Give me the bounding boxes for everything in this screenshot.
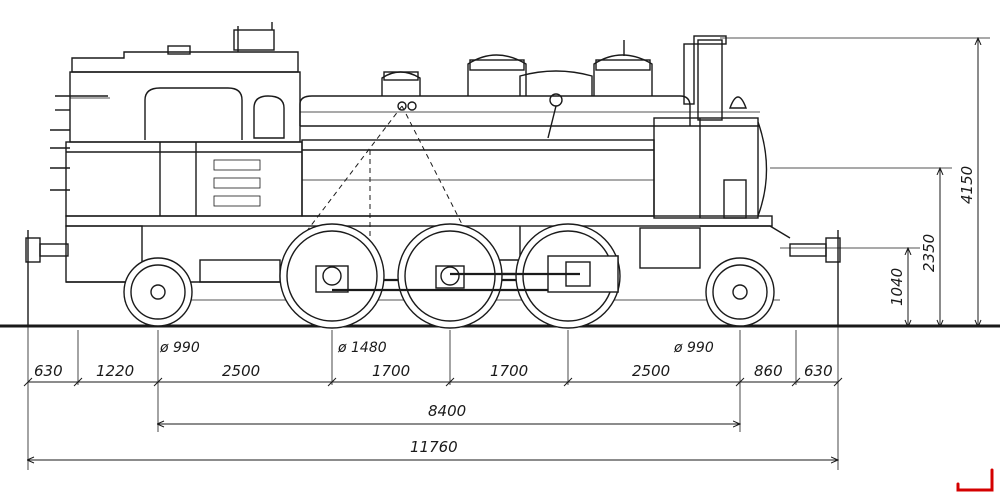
dim-segment-3: 2500 xyxy=(222,362,260,380)
height-dimensions xyxy=(720,38,990,326)
wheel-diameter-front-label: ø 990 xyxy=(673,340,714,356)
wheel-carrying-rear xyxy=(123,257,193,327)
wheel-driving-1 xyxy=(279,223,385,329)
dim-segment-1: 630 xyxy=(34,362,63,380)
dim-segment-6: 2500 xyxy=(632,362,670,380)
wheel-diameter-driving-label: ø 1480 xyxy=(337,340,387,356)
dimension-lines xyxy=(23,377,843,460)
wheel-carrying-front xyxy=(705,257,775,327)
dim-segment-4: 1700 xyxy=(372,362,410,380)
dim-height-boiler: 2350 xyxy=(920,234,938,272)
dim-wheelbase: 8400 xyxy=(428,402,466,420)
corner-mark xyxy=(956,468,994,492)
dim-overall-length: 11760 xyxy=(410,438,458,456)
extension-lines xyxy=(27,326,839,470)
dim-segment-2: 1220 xyxy=(96,362,134,380)
dim-segment-8: 630 xyxy=(804,362,833,380)
dim-segment-5: 1700 xyxy=(490,362,528,380)
dim-height-axle: 1040 xyxy=(888,268,906,306)
dim-height-total: 4150 xyxy=(958,166,976,204)
dim-segment-7: 860 xyxy=(754,362,783,380)
wheel-driving-2 xyxy=(397,223,503,329)
wheel-diameter-rear-label: ø 990 xyxy=(159,340,200,356)
